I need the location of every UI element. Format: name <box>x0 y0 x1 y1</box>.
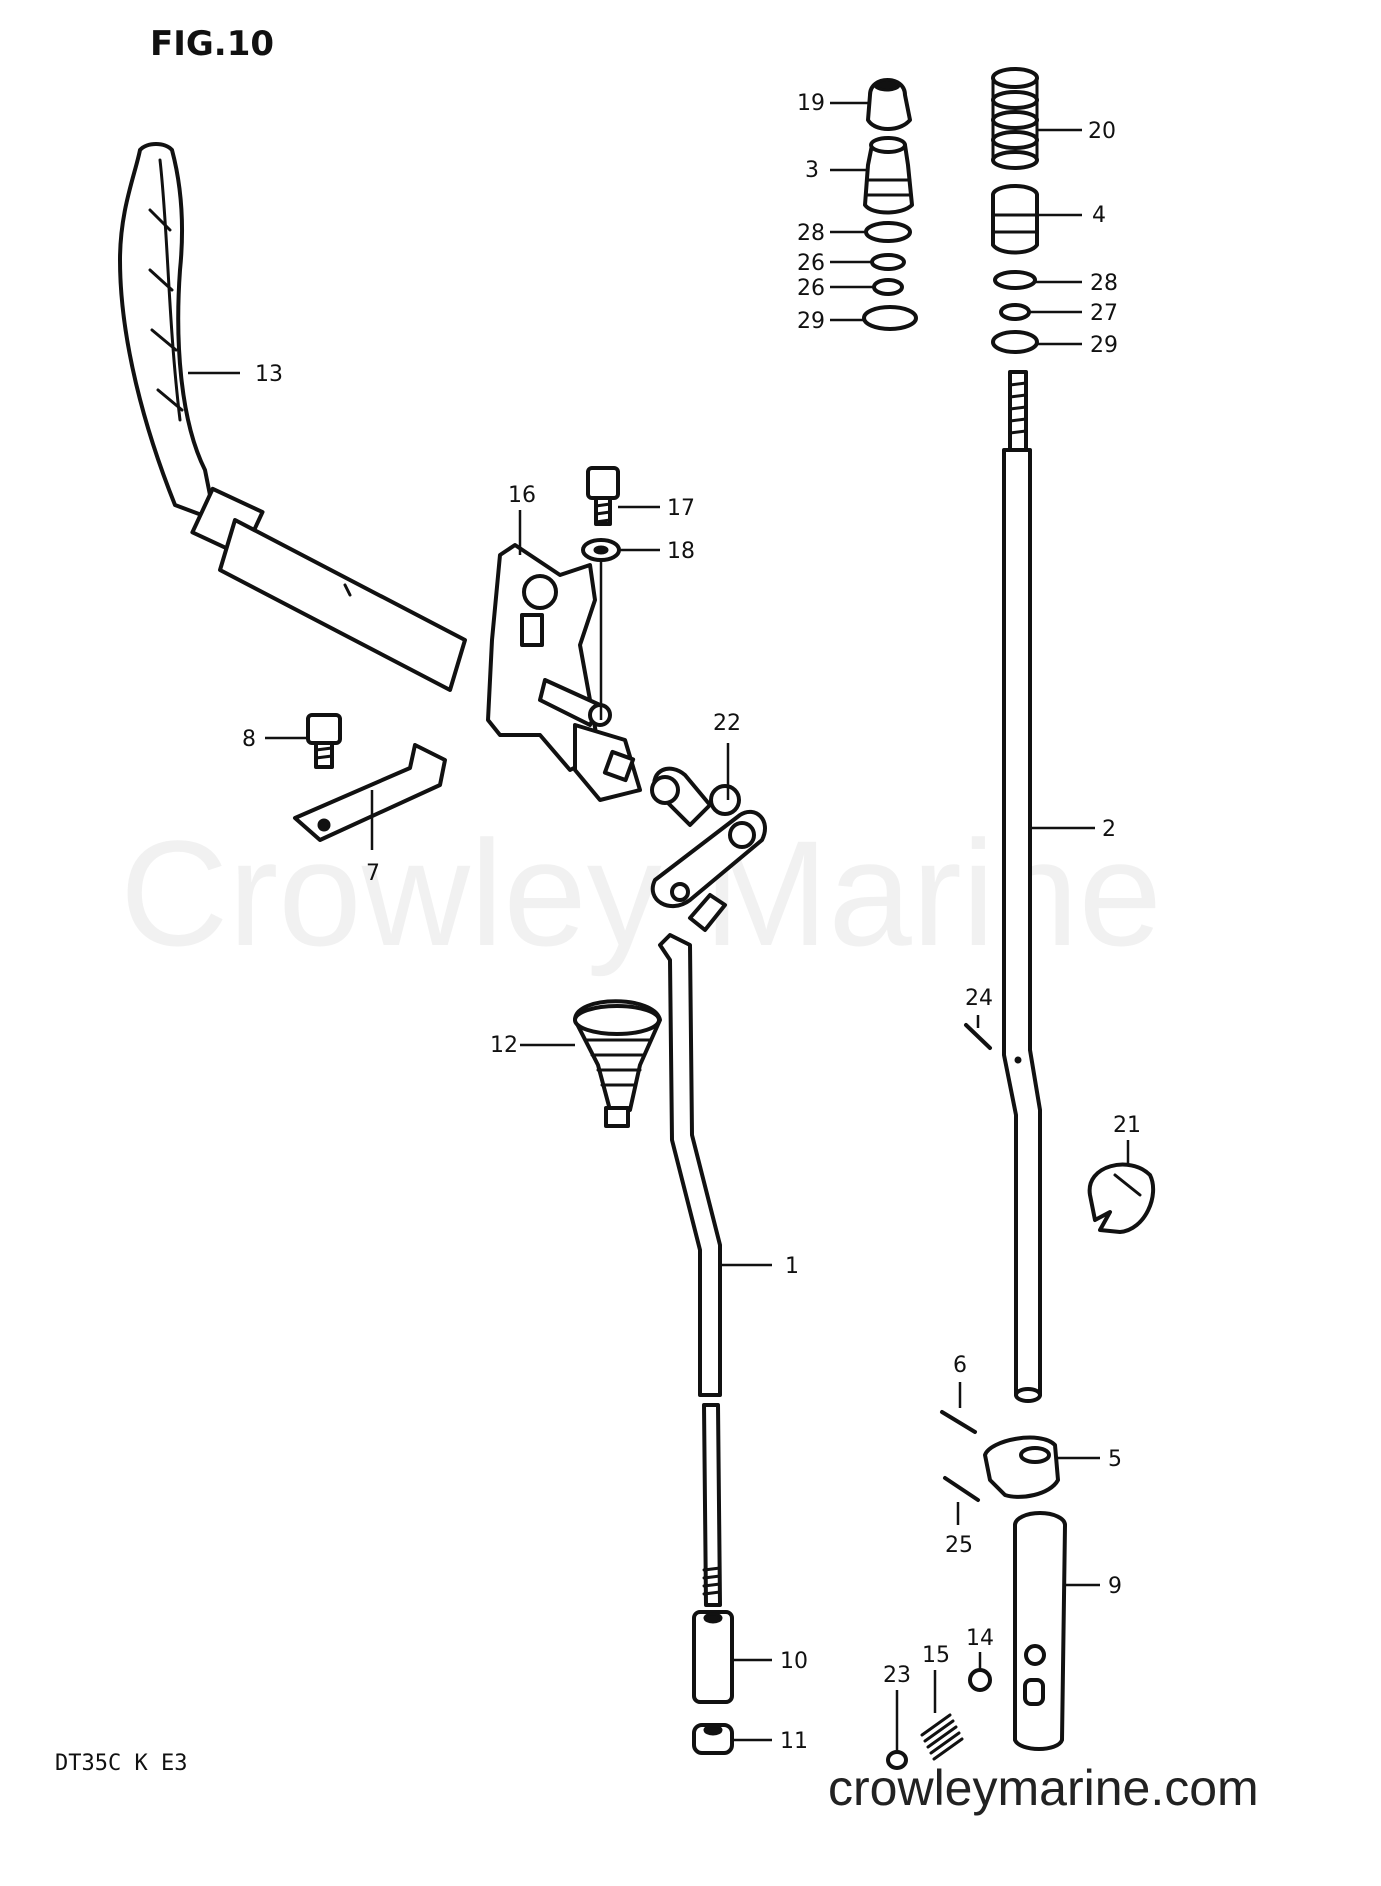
nut-11-part <box>692 1723 734 1755</box>
bolt-8-part <box>306 713 342 769</box>
callout-16: 16 <box>508 483 536 508</box>
ball-14-part <box>968 1668 992 1692</box>
pin-25-part <box>943 1476 980 1502</box>
callout-25: 25 <box>945 1533 973 1558</box>
callout-5: 5 <box>1108 1447 1122 1472</box>
callout-19: 19 <box>797 91 825 116</box>
o-ring-26a-part <box>870 253 906 271</box>
bushing-4-part <box>991 184 1039 255</box>
callout-21: 21 <box>1113 1113 1141 1138</box>
callout-9: 9 <box>1108 1574 1122 1599</box>
callout-17: 17 <box>667 496 695 521</box>
callout-28b: 28 <box>1090 271 1118 296</box>
callout-23: 23 <box>883 1663 911 1688</box>
callout-12: 12 <box>490 1033 518 1058</box>
callout-20: 20 <box>1088 119 1116 144</box>
cam-5-part <box>983 1435 1060 1499</box>
clip-21-part <box>1087 1162 1156 1234</box>
plate-7-part <box>293 743 447 842</box>
model-code: DT35C K E3 <box>55 1751 187 1776</box>
spring-20-part <box>991 67 1039 170</box>
washer-18-part <box>581 538 621 562</box>
bolt-17-part <box>586 466 620 526</box>
callout-14: 14 <box>966 1626 994 1651</box>
clip-29b-part <box>991 330 1039 354</box>
cap-19-part <box>866 78 912 131</box>
callout-11: 11 <box>780 1729 808 1754</box>
figure-title: FIG.10 <box>150 24 274 64</box>
tube-9-part <box>1013 1511 1067 1751</box>
tiller-handle-part <box>118 142 467 692</box>
callout-18: 18 <box>667 539 695 564</box>
spring-15-part <box>920 1713 964 1761</box>
callout-4: 4 <box>1092 203 1106 228</box>
callout-3: 3 <box>805 158 819 183</box>
callout-27: 27 <box>1090 301 1118 326</box>
callout-29b: 29 <box>1090 333 1118 358</box>
bracket-part <box>486 543 642 802</box>
o-ring-28b-part <box>993 270 1037 290</box>
bushing-3-part <box>863 136 914 215</box>
connector-10-part <box>692 1610 734 1704</box>
callout-24: 24 <box>965 986 993 1011</box>
website-text: crowleymarine.com <box>828 1760 1259 1816</box>
grommet-12-part <box>573 999 662 1128</box>
callout-29a: 29 <box>797 309 825 334</box>
pin-6-part <box>940 1410 977 1434</box>
callout-28a: 28 <box>797 221 825 246</box>
callout-2: 2 <box>1102 817 1116 842</box>
shift-rod-1-part <box>658 933 722 1397</box>
callout-8: 8 <box>242 727 256 752</box>
callout-10: 10 <box>780 1649 808 1674</box>
o-ring-26b-part <box>872 278 904 296</box>
o-ring-27-part <box>999 303 1031 321</box>
callout-1: 1 <box>785 1254 799 1279</box>
callout-13: 13 <box>255 362 283 387</box>
callout-6: 6 <box>953 1353 967 1378</box>
callout-7: 7 <box>366 861 380 886</box>
callout-26b: 26 <box>797 276 825 301</box>
callout-22: 22 <box>713 711 741 736</box>
shift-rod-1-lower-part <box>702 1403 722 1607</box>
shift-arm-22-part <box>650 766 767 932</box>
callout-15: 15 <box>922 1643 950 1668</box>
callout-labels: 19 3 28 26 26 29 20 4 28 27 29 13 16 17 … <box>242 91 1141 1754</box>
callout-26a: 26 <box>797 251 825 276</box>
pin-24-part <box>964 1023 992 1050</box>
leader-lines <box>188 101 1130 1752</box>
o-ring-28a-part <box>864 221 912 243</box>
clip-29a-part <box>862 305 918 331</box>
shift-shaft-2-part <box>1002 370 1042 1403</box>
watermark-text: Crowley Marine <box>120 809 1162 977</box>
